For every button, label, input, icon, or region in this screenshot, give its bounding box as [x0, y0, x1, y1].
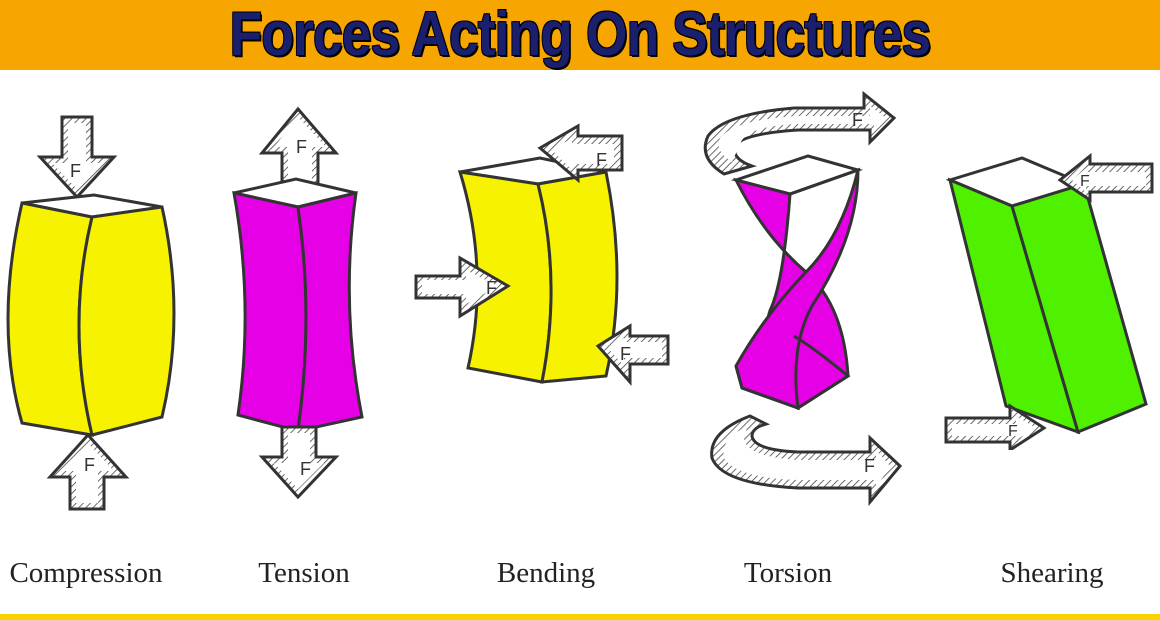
compression-force-arrow-top: F: [36, 115, 118, 200]
torsion-block: [730, 154, 863, 411]
title-banner: [0, 0, 1160, 70]
force-symbol: F: [296, 137, 307, 157]
force-symbol: F: [1008, 423, 1018, 440]
force-symbol: F: [84, 455, 95, 475]
bending-force-arrow-middle-left: F: [414, 255, 511, 319]
shearing-force-arrow-bottom-left: F: [944, 403, 1047, 450]
force-label-shearing: Shearing: [1000, 557, 1104, 589]
shearing-force-arrow-top-right: F: [1057, 152, 1154, 203]
shearing-block: [945, 156, 1148, 435]
tension-block: [232, 177, 364, 433]
bending-force-arrow-bottom-right: F: [595, 323, 670, 386]
torsion-force-arrow-top: F: [703, 90, 897, 176]
force-label-bending: Bending: [496, 557, 596, 589]
bending-block: [457, 156, 619, 384]
compression-figure: F F: [6, 115, 176, 511]
force-symbol: F: [486, 278, 497, 298]
tension-figure: F F: [232, 106, 364, 500]
shearing-figure: F F: [944, 152, 1154, 450]
force-symbol: F: [852, 110, 863, 130]
force-label-tension: Tension: [258, 557, 350, 589]
torsion-force-arrow-bottom: F: [710, 414, 903, 506]
force-symbol: F: [70, 161, 81, 181]
bending-figure: F F F: [414, 123, 670, 386]
bending-force-arrow-top-right: F: [537, 123, 624, 184]
force-symbol: F: [620, 344, 631, 364]
torsion-figure: F F: [703, 90, 903, 506]
force-label-compression: Compression: [9, 557, 163, 589]
compression-block: [6, 193, 176, 437]
force-symbol: F: [864, 456, 875, 476]
force-label-torsion: Torsion: [743, 557, 833, 589]
bottom-accent-bar: [0, 614, 1160, 620]
force-symbol: F: [300, 459, 311, 479]
tension-force-arrow-bottom: F: [258, 425, 340, 500]
compression-force-arrow-bottom: F: [46, 432, 130, 511]
force-symbol: F: [596, 150, 607, 170]
page-title: Forces Acting On Structures: [229, 0, 932, 69]
force-symbol: F: [1080, 173, 1090, 190]
